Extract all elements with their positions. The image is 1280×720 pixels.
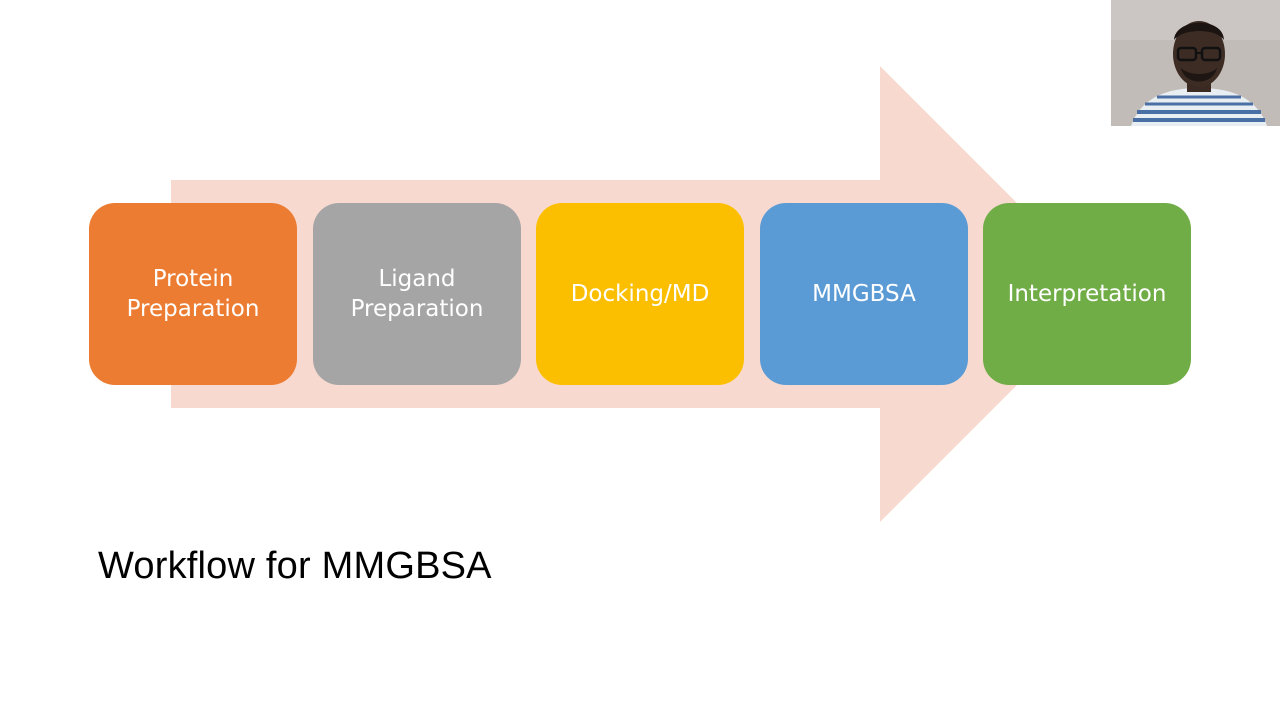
step-protein-preparation: Protein Preparation	[89, 203, 297, 385]
slide-title: Workflow for MMGBSA	[98, 545, 492, 587]
step-ligand-preparation: Ligand Preparation	[313, 203, 521, 385]
presenter-figure	[1111, 0, 1280, 126]
step-docking-md: Docking/MD	[536, 203, 744, 385]
step-mmgbsa: MMGBSA	[760, 203, 968, 385]
presenter-webcam	[1111, 0, 1280, 126]
step-interpretation: Interpretation	[983, 203, 1191, 385]
